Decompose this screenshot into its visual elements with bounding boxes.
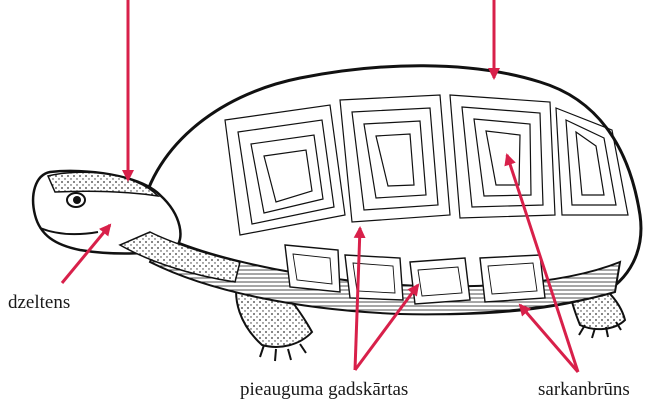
arrow-redbrown-2 [520,305,578,372]
label-yellow: dzeltens [8,292,70,313]
eye-pupil [73,196,81,204]
label-growth-rings: pieauguma gadskārtas [240,379,408,400]
label-red-brown: sarkanbrūns [538,379,630,400]
turtle-illustration [33,66,641,361]
